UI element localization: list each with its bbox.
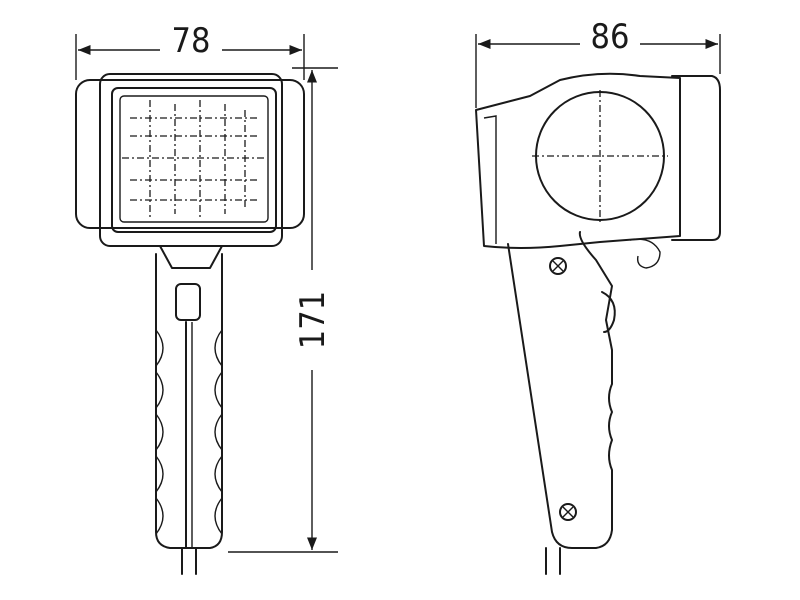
side-screw-bottom xyxy=(559,503,577,521)
side-housing xyxy=(475,72,681,249)
dimension-label-front-width: 78 xyxy=(172,21,211,61)
dimension-171: 171 xyxy=(228,67,338,553)
dimension-78: 78 xyxy=(75,21,305,80)
front-lamp-housing xyxy=(75,79,305,229)
front-switch xyxy=(175,283,201,321)
dimension-label-height: 171 xyxy=(293,291,333,349)
front-handle xyxy=(155,253,223,549)
side-knob-centerlines xyxy=(532,90,668,222)
dimension-label-side-width: 86 xyxy=(591,17,630,57)
side-trigger xyxy=(601,291,616,333)
side-screw-top xyxy=(549,257,567,275)
front-lens-pattern xyxy=(122,100,266,218)
front-lamp-bezel xyxy=(99,73,283,247)
front-lens xyxy=(119,95,269,223)
side-handle xyxy=(507,231,613,549)
side-view xyxy=(475,72,721,575)
dimension-86: 86 xyxy=(475,17,721,108)
front-view xyxy=(75,73,305,575)
front-grip-left xyxy=(155,329,164,535)
front-lens-frame xyxy=(111,87,277,233)
front-neck xyxy=(159,245,223,269)
front-cable xyxy=(181,547,197,575)
side-lamp-front xyxy=(671,75,721,241)
side-cable xyxy=(545,547,561,575)
front-grip-right xyxy=(214,329,223,535)
